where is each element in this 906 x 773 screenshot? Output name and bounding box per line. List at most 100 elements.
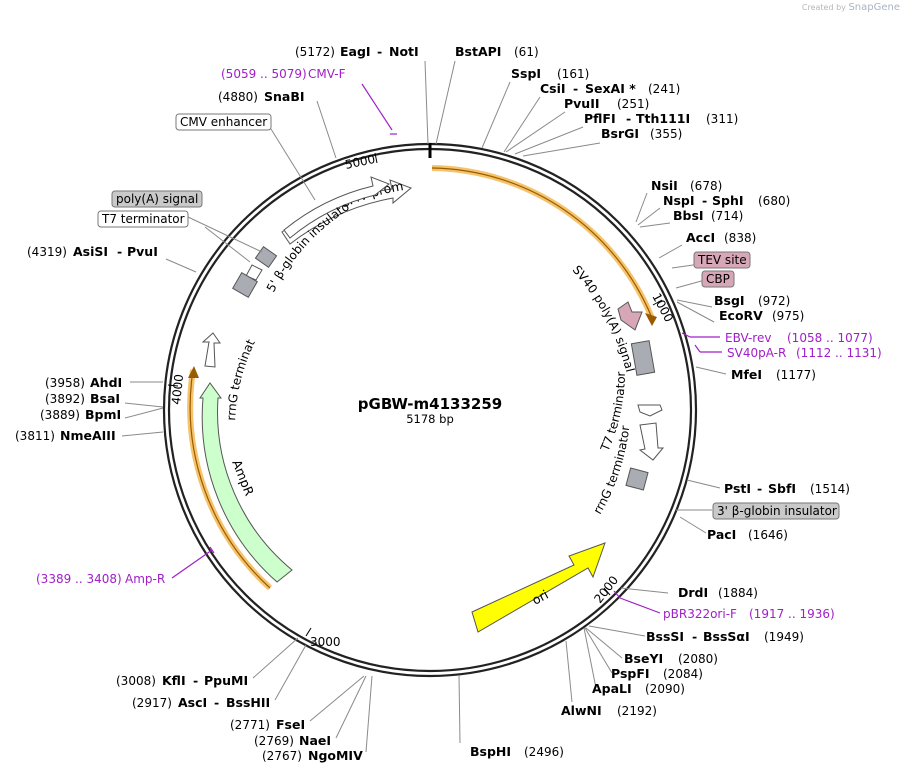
bbsi-position: (714) bbox=[711, 209, 743, 223]
enzyme-bsssai[interactable]: BssSαI bbox=[703, 629, 750, 644]
bseyi-position: (2080) bbox=[678, 652, 718, 666]
enzyme-eagi[interactable]: EagI bbox=[340, 44, 371, 59]
enzyme-pvuii[interactable]: PvuII bbox=[564, 96, 600, 111]
naei-position: (2769) bbox=[254, 734, 294, 748]
rrng-small-box-left[interactable] bbox=[232, 272, 258, 298]
enzyme-nmeaiii[interactable]: NmeAIII bbox=[60, 428, 116, 443]
polya-signal-callout[interactable]: poly(A) signal bbox=[111, 190, 203, 208]
enzyme-mfei[interactable]: MfeI bbox=[731, 367, 762, 382]
enzyme-nspi[interactable]: NspI bbox=[663, 193, 695, 208]
ebvrev-primer-name[interactable]: EBV-rev bbox=[725, 331, 771, 345]
enzyme-ecorv[interactable]: EcoRV bbox=[719, 308, 763, 323]
polya-signal-box[interactable] bbox=[254, 245, 278, 269]
cmvf-primer-name[interactable]: CMV-F bbox=[308, 67, 346, 81]
enzyme-bsrgi[interactable]: BsrGI bbox=[601, 126, 639, 141]
psti-separator: - bbox=[757, 481, 762, 496]
t7-terminator-right-arrow[interactable] bbox=[637, 404, 663, 417]
asisi-separator: - bbox=[117, 244, 122, 259]
cbp-label: CBP bbox=[706, 272, 730, 286]
orf-arc-top-core bbox=[431, 167, 653, 319]
enzyme-kfli[interactable]: KflI bbox=[162, 673, 186, 688]
enzyme-pspfi[interactable]: PspFI bbox=[611, 666, 650, 681]
enzyme-sphi[interactable]: SphI bbox=[712, 193, 744, 208]
enzyme-paci[interactable]: PacI bbox=[707, 527, 736, 542]
snapgene-watermark: Created by SnapGene bbox=[802, 2, 900, 13]
bstapi-position: (61) bbox=[514, 45, 539, 59]
enzyme-bsai[interactable]: BsaI bbox=[90, 391, 120, 406]
cbp-tev-arrow[interactable] bbox=[617, 301, 643, 331]
cmv-enhancer-callout[interactable]: CMV enhancer bbox=[175, 113, 272, 131]
bpmi-position: (3889) bbox=[40, 408, 80, 422]
ngomiv-position: (2767) bbox=[262, 749, 302, 763]
rrng-terminator-right-arrow[interactable] bbox=[638, 422, 665, 461]
tick-label-5000: 5000 bbox=[344, 152, 377, 172]
ampr-arrow[interactable] bbox=[199, 382, 293, 583]
enzyme-snabi[interactable]: SnaBI bbox=[264, 89, 305, 104]
mfei-position: (1177) bbox=[776, 368, 816, 382]
fsei-position: (2771) bbox=[230, 718, 270, 732]
enzyme-acci[interactable]: AccI bbox=[686, 230, 715, 245]
ebvrev-primer-range: (1058 .. 1077) bbox=[787, 331, 873, 345]
plasmid-length: 5178 bp bbox=[406, 412, 454, 426]
t7-terminator-left-callout[interactable]: T7 terminator bbox=[97, 210, 189, 228]
ori-arrow[interactable] bbox=[471, 542, 606, 633]
enzyme-sspi[interactable]: SspI bbox=[511, 66, 541, 81]
enzyme-pflfi[interactable]: PflFI bbox=[584, 111, 616, 126]
sv40pa-primer-name[interactable]: SV40pA-R bbox=[727, 346, 786, 360]
tick-label-3000: 3000 bbox=[310, 635, 341, 649]
enzyme-ngomiv[interactable]: NgoMIV bbox=[308, 748, 363, 763]
enzyme-bsssi[interactable]: BssSI bbox=[646, 629, 684, 644]
cmv-enhancer-label: CMV enhancer bbox=[180, 115, 267, 129]
bsphi-position: (2496) bbox=[524, 745, 564, 759]
enzyme-pvui[interactable]: PvuI bbox=[127, 244, 158, 259]
pflfi-position: (311) bbox=[706, 112, 738, 126]
insulator-5-arrow[interactable] bbox=[283, 176, 390, 239]
enzyme-ahdi[interactable]: AhdI bbox=[90, 375, 122, 390]
enzyme-bbsi[interactable]: BbsI bbox=[673, 208, 704, 223]
nspi-position: (680) bbox=[758, 194, 790, 208]
insulator-3-callout[interactable]: 3' β-globin insulator bbox=[712, 502, 840, 520]
enzyme-tth111i[interactable]: Tth111I bbox=[636, 111, 690, 126]
enzyme-bsshii[interactable]: BssHII bbox=[226, 695, 270, 710]
ampr-primer-lead bbox=[171, 549, 213, 579]
ahdi-position: (3958) bbox=[45, 376, 85, 390]
eagi-separator: - bbox=[377, 44, 382, 59]
enzyme-fsei[interactable]: FseI bbox=[276, 717, 305, 732]
enzyme-bstapi[interactable]: BstAPI bbox=[455, 44, 501, 59]
pbr322-primer-name[interactable]: pBR322ori-F bbox=[663, 607, 737, 621]
enzyme-bsgi[interactable]: BsgI bbox=[714, 293, 745, 308]
enzyme-sbfi[interactable]: SbfI bbox=[768, 481, 796, 496]
enzyme-sexai[interactable]: SexAI * bbox=[585, 81, 636, 96]
rrng-terminator-left-label: rrnG terminator bbox=[0, 0, 258, 421]
sv40pa-primer-range: (1112 .. 1131) bbox=[796, 346, 882, 360]
alwni-position: (2192) bbox=[617, 704, 657, 718]
kfli-separator: - bbox=[193, 673, 198, 688]
ori-label: ori bbox=[529, 587, 550, 608]
enzyme-bsphi[interactable]: BspHI bbox=[470, 744, 511, 759]
enzyme-bseyi[interactable]: BseYI bbox=[624, 651, 663, 666]
enzyme-noti[interactable]: NotI bbox=[389, 44, 419, 59]
enzyme-alwni[interactable]: AlwNI bbox=[561, 703, 602, 718]
enzyme-asci[interactable]: AscI bbox=[178, 695, 207, 710]
psti-position: (1514) bbox=[810, 482, 850, 496]
orf-arc-top bbox=[431, 165, 655, 320]
enzyme-asisi[interactable]: AsiSI bbox=[73, 244, 108, 259]
enzyme-csii[interactable]: CsiI bbox=[540, 81, 566, 96]
plasmid-name: pGBW-m4133259 bbox=[358, 395, 502, 413]
ampr-primer-name[interactable]: Amp-R bbox=[125, 572, 165, 586]
enzyme-bpmi[interactable]: BpmI bbox=[85, 407, 121, 422]
t7-terminator-left-arrow[interactable] bbox=[245, 264, 263, 281]
enzyme-apali[interactable]: ApaLI bbox=[592, 681, 632, 696]
enzyme-drdi[interactable]: DrdI bbox=[678, 585, 708, 600]
enzyme-ppumi[interactable]: PpuMI bbox=[204, 673, 248, 688]
cbp-callout[interactable]: CBP bbox=[701, 270, 735, 288]
tev-site-callout[interactable]: TEV site bbox=[693, 251, 751, 269]
sspi-position: (161) bbox=[557, 67, 589, 81]
pbr322-primer-lead bbox=[619, 597, 661, 614]
sv40-polya-box[interactable] bbox=[630, 340, 656, 376]
enzyme-naei[interactable]: NaeI bbox=[299, 733, 331, 748]
insulator-3-box[interactable] bbox=[625, 467, 649, 491]
enzyme-nsii[interactable]: NsiI bbox=[651, 178, 678, 193]
enzyme-psti[interactable]: PstI bbox=[724, 481, 751, 496]
rrng-terminator-left-arrow[interactable] bbox=[201, 332, 221, 368]
